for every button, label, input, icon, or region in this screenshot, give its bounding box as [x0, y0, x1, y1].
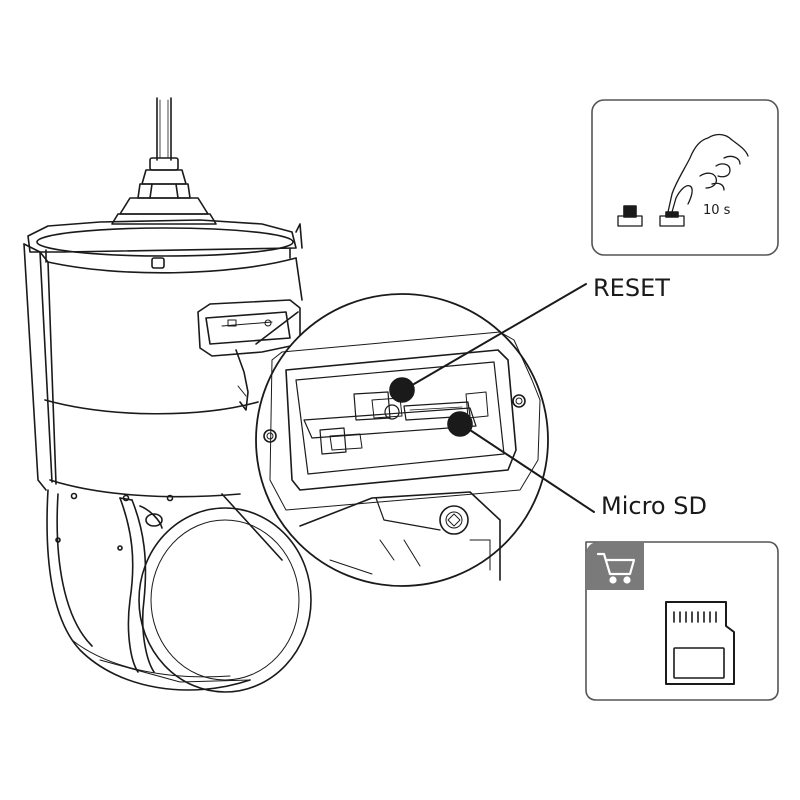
reset-label: RESET [593, 274, 670, 302]
reset-marker [389, 377, 415, 403]
pressing-hand-icon [667, 133, 749, 213]
camera-illustration [23, 97, 312, 693]
cable-gland [111, 157, 217, 225]
cart-badge [586, 542, 644, 590]
dome-unit [46, 489, 312, 693]
shopping-cart-icon [596, 552, 636, 584]
microsd-marker [447, 411, 473, 437]
microsd-label: Micro SD [601, 492, 707, 520]
callouts [389, 283, 595, 513]
hold-time-label: 10 s [703, 203, 731, 218]
cable [156, 97, 172, 161]
microsd-panel [585, 541, 779, 701]
microsd-leader [469, 429, 595, 513]
top-cap [27, 219, 303, 263]
zoom-detail [221, 293, 549, 587]
reset-leader [413, 283, 587, 385]
micro-sd-card-icon [665, 601, 735, 685]
reset-instruction-panel [591, 99, 779, 256]
upper-housing [23, 243, 303, 498]
